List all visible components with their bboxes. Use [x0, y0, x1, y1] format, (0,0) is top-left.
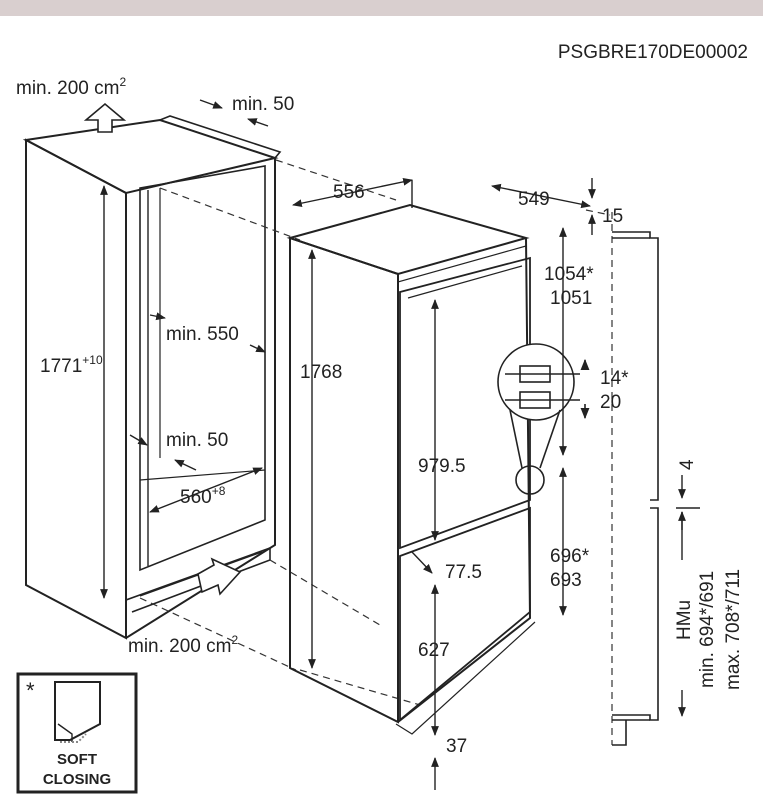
vent-top-arrow-icon: [83, 102, 127, 133]
niche-depth: min. 550: [166, 324, 239, 345]
lower-door-position-alt: 693: [550, 570, 582, 591]
furniture-door-gap: 4: [677, 459, 698, 470]
appliance-depth: 549: [518, 189, 550, 210]
bottom-offset: 37: [446, 736, 467, 757]
appliance-height: 1768: [300, 362, 342, 383]
niche-vent-top: min. 200 cm2: [16, 75, 126, 99]
niche-width: 560+8: [180, 484, 226, 508]
lower-door-height: 627: [418, 640, 450, 661]
appliance-body: [286, 203, 536, 735]
product-code: PSGBRE170DE00002: [558, 42, 748, 63]
soft-closing-door-icon: [54, 681, 101, 741]
badge-line-2: CLOSING: [43, 771, 111, 788]
door-gap: 77.5: [445, 562, 482, 583]
vent-bottom-arrow-icon: [197, 557, 242, 596]
upper-door-height: 979.5: [418, 456, 466, 477]
soft-closing-badge: * SOFT CLOSING: [16, 672, 138, 794]
badge-asterisk: *: [26, 678, 35, 703]
niche-dimensions: [100, 99, 269, 599]
appliance-width: 556: [333, 182, 365, 203]
appliance-dimensions: [292, 177, 596, 790]
hmu-max: max. 708*/711: [723, 569, 744, 690]
appliance-top-offset: 15: [602, 206, 623, 227]
hinge-detail: [497, 343, 590, 495]
guide-lines: [139, 159, 613, 745]
furniture-door-dimensions: [676, 475, 700, 717]
hinge-gap-a: 14*: [600, 368, 629, 389]
lower-door-position: 696*: [550, 546, 590, 567]
top-bar: [0, 0, 763, 16]
badge-line-1: SOFT: [57, 751, 97, 768]
furniture-door-profile: [612, 231, 659, 746]
niche-side-gap: min. 50: [166, 430, 228, 451]
hmu-label: HMu: [674, 600, 695, 640]
upper-door-position-alt: 1051: [550, 288, 592, 309]
niche-rear-gap: min. 50: [232, 94, 294, 115]
niche-height: 1771+10: [40, 353, 103, 377]
niche-vent-bottom: min. 200 cm2: [128, 633, 238, 657]
upper-door-position: 1054*: [544, 264, 594, 285]
hinge-gap-b: 20: [600, 392, 621, 413]
niche-cabinet: [22, 115, 282, 640]
hmu-min: min. 694*/691: [697, 571, 718, 688]
